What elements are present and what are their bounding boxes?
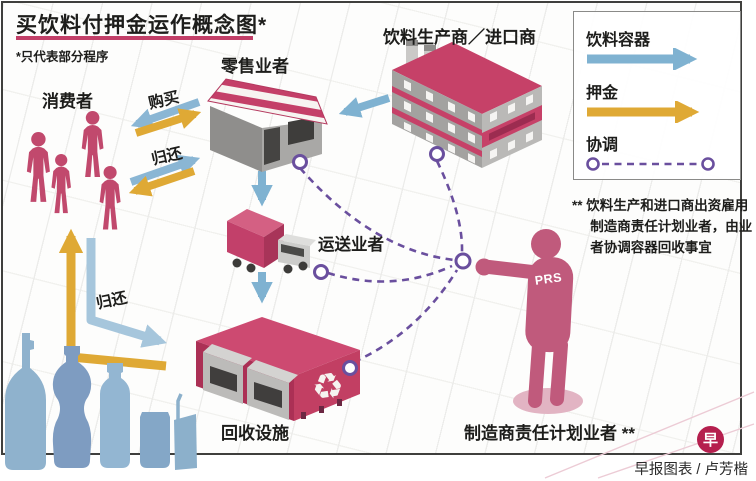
buy-container-arrow: [130, 98, 201, 130]
juice-box: [174, 393, 197, 470]
coordination-links: [299, 160, 464, 364]
credit-byline: 早报图表 / 卢芳楷: [634, 462, 748, 478]
container-return-arrow: [86, 238, 167, 348]
prs-shadow: [513, 388, 583, 414]
deposit-arrow-icon: [587, 101, 700, 123]
buy-return-arrows: [128, 94, 391, 304]
legend-coordination-label: 协调: [586, 137, 619, 154]
retailer-shop-icon: [207, 78, 328, 172]
beverage-containers-icon: [5, 333, 197, 470]
producer-factory-icon: [392, 40, 542, 168]
zaobao-logo-glyph: 早: [702, 432, 718, 449]
recycling-facility-label: 回收设施: [221, 424, 289, 443]
prs-operator-icon: [475, 229, 583, 414]
coordination-hub-node: [454, 252, 472, 270]
pink-grid-accent: [544, 391, 755, 479]
consumers-icon: [26, 111, 121, 230]
subtitle: *只代表部分程序: [16, 50, 109, 64]
transport-truck-icon: [227, 209, 316, 274]
legend-box: 饮料容器 押金 协调: [573, 11, 741, 180]
coordination-line-icon: [586, 157, 715, 171]
can: [140, 412, 170, 468]
title-underline: [16, 36, 253, 40]
zaobao-logo-icon: 早: [697, 426, 724, 453]
wine-bottle: [5, 333, 46, 470]
coordination-nodes: [292, 146, 472, 376]
transporter-label: 运送业者: [318, 236, 384, 254]
small-bottle: [100, 363, 130, 468]
producer-label: 饮料生产商／进口商: [383, 28, 536, 47]
retailer-label: 零售业者: [221, 57, 289, 76]
producer-to-retailer-arrow: [338, 94, 391, 118]
consumers-label: 消费者: [42, 92, 93, 111]
legend-deposit-label: 押金: [586, 85, 619, 102]
return-deposit-arrow: [128, 167, 196, 197]
buy-deposit-arrow: [134, 108, 202, 137]
page-title: 买饮料付押金运作概念图*: [16, 14, 268, 37]
prs-operator-label: 制造商责任计划业者 **: [464, 424, 635, 443]
footnote: ** 饮料生产和进口商出资雇用制造商责任计划业者，由业者协调容器回收事宜: [572, 198, 753, 255]
legend-container-label: 饮料容器: [586, 32, 651, 49]
recycling-facility-icon: ♻: [196, 317, 360, 421]
pet-bottle: [52, 346, 92, 468]
container-arrow-icon: [587, 48, 698, 70]
